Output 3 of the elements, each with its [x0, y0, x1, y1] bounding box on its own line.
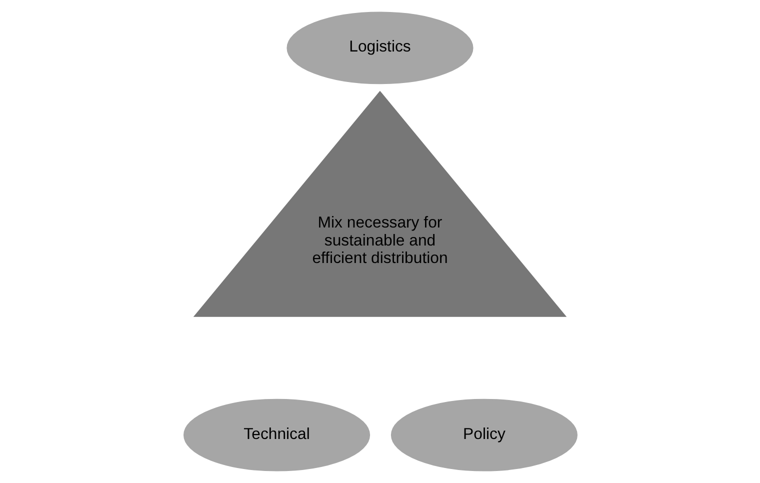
- node-ellipse: Logistics: [286, 12, 473, 84]
- node-ellipse: Technical: [182, 398, 370, 472]
- node-ellipse: Policy: [390, 398, 578, 472]
